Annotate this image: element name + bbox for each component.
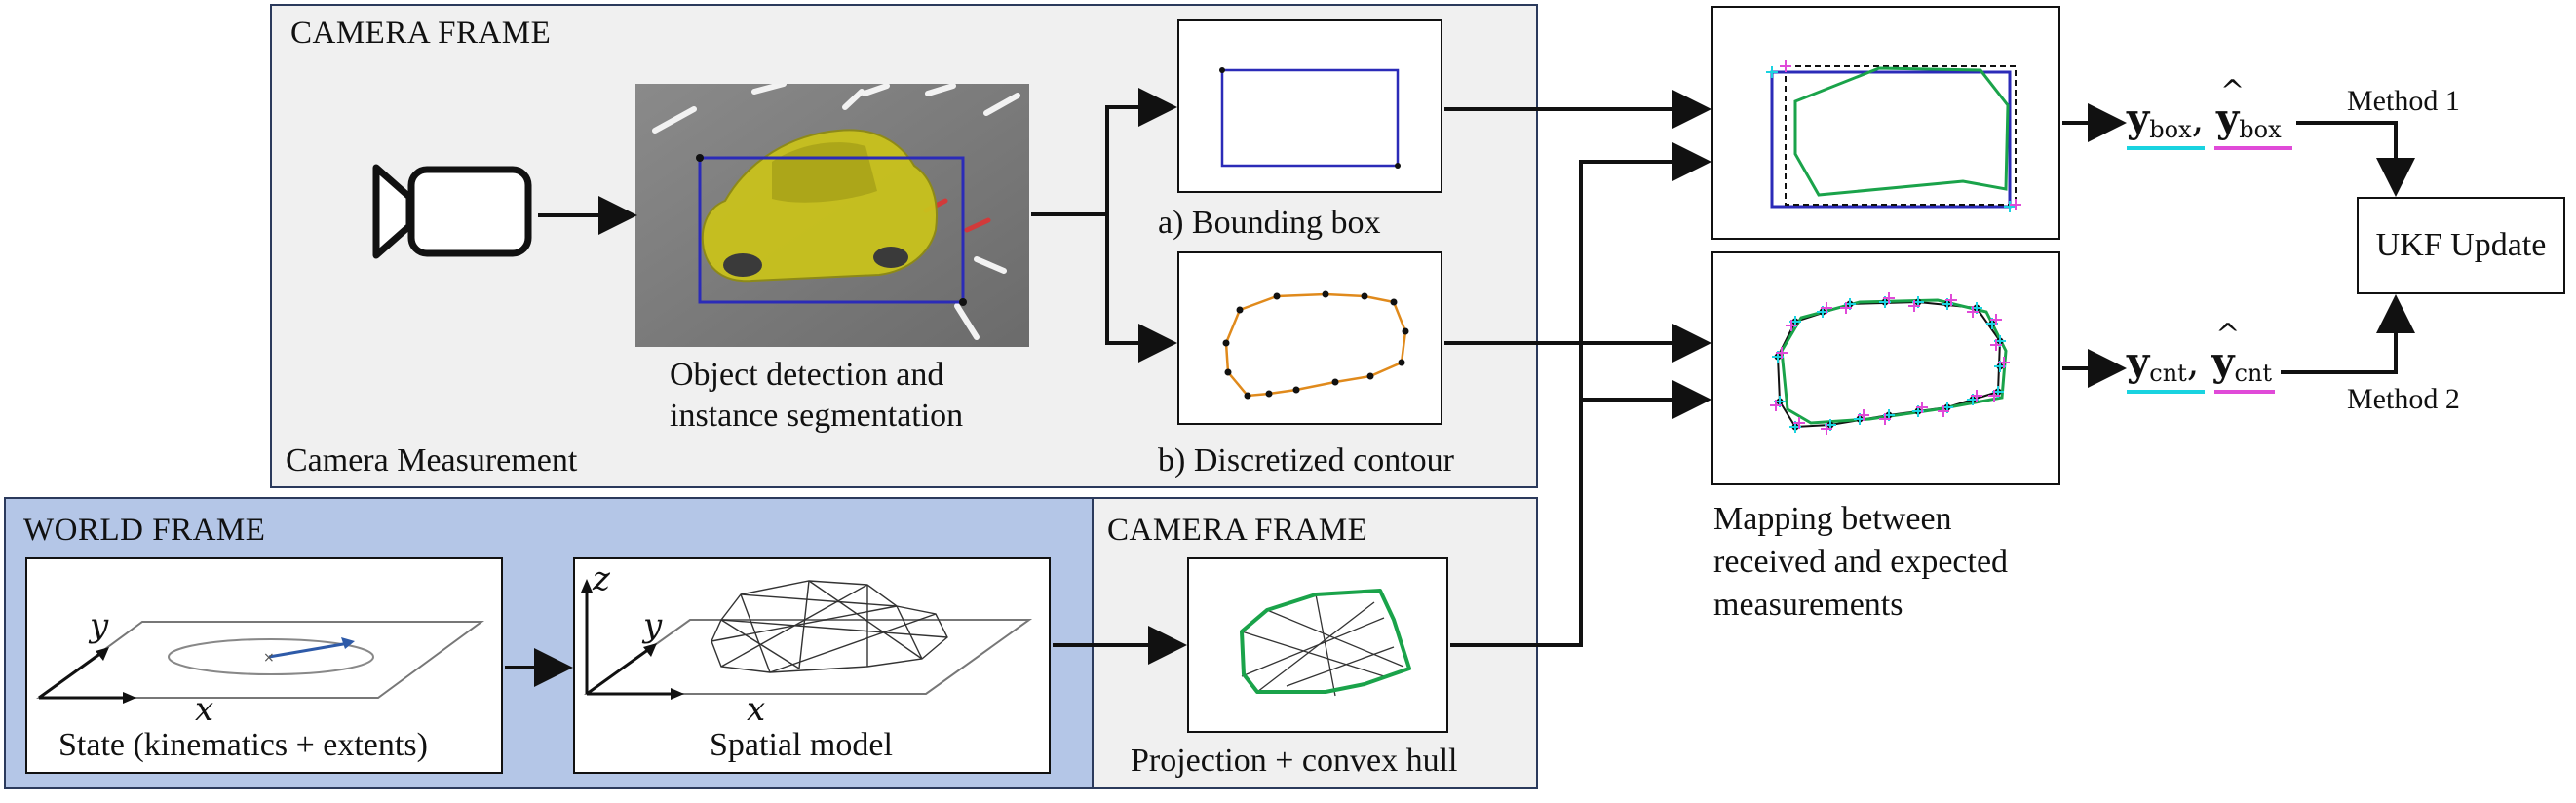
- state-caption: State (kinematics + extents): [58, 727, 428, 763]
- bounding-box-caption: a) Bounding box: [1158, 205, 1381, 241]
- box-separator: ,: [2191, 96, 2205, 141]
- spatial-axis-x: x: [747, 690, 766, 729]
- associated-point-marker: [1908, 300, 1920, 312]
- associated-point-marker: [1786, 320, 1797, 331]
- svg-text:×: ×: [263, 650, 275, 666]
- projection-caption: Projection + convex hull: [1131, 743, 1458, 779]
- associated-point-marker: [1990, 339, 2002, 351]
- camera-measurement-label: Camera Measurement: [286, 442, 578, 478]
- associated-point-marker: [1821, 302, 1832, 314]
- y-cnt-sub: cnt: [2149, 360, 2187, 387]
- bounding-box-drawing: [1219, 67, 1401, 169]
- state-drawing: ×: [35, 621, 485, 704]
- video-camera-icon: [372, 164, 532, 259]
- method-1-label: Method 1: [2347, 85, 2460, 117]
- associated-point-marker: [1879, 413, 1891, 425]
- ukf-update-box: UKF Update: [2357, 197, 2565, 294]
- mapping-caption-line1: Mapping between: [1713, 501, 1952, 537]
- spatial-model-panel: [573, 557, 1051, 774]
- y-box-sub: box: [2149, 116, 2192, 143]
- cnt-separator: ,: [2186, 340, 2200, 385]
- associated-point-marker: [1971, 390, 1982, 402]
- spatial-axis-y: y: [643, 606, 663, 645]
- y-box-hat: ^y: [2216, 74, 2246, 141]
- mapping-box-panel: [1711, 6, 2060, 240]
- state-axis-y: y: [90, 606, 109, 645]
- associated-point-marker: [1770, 400, 1782, 411]
- state-axis-x: x: [195, 690, 214, 729]
- mapping-caption-line2: received and expected: [1713, 544, 2009, 580]
- top-camera-frame-title: CAMERA FRAME: [290, 16, 552, 51]
- associated-point-marker: [1998, 357, 2010, 368]
- associated-point-marker: [1967, 306, 1979, 318]
- associated-point-marker: [1916, 402, 1928, 413]
- associated-point-marker: [1988, 390, 2000, 402]
- measurement-box-label: ybox, ^ybox: [2127, 74, 2282, 144]
- spatial-model-drawing: [581, 579, 1033, 700]
- mapping-caption-line3: measurements: [1713, 587, 1903, 623]
- mapping-contour-panel: [1711, 251, 2060, 485]
- bottom-camera-frame-title: CAMERA FRAME: [1107, 513, 1368, 548]
- spatial-axis-z: z: [593, 559, 610, 598]
- bounding-box-panel: [1177, 19, 1442, 193]
- contour-drawing: [1222, 290, 1409, 400]
- associated-point-marker: [1858, 409, 1869, 421]
- ukf-update-label: UKF Update: [2375, 227, 2547, 264]
- y-cnt-hat-sub: cnt: [2234, 360, 2273, 387]
- y-box: y: [2127, 96, 2150, 141]
- detection-image: [635, 84, 1029, 347]
- state-panel: ×: [25, 557, 503, 774]
- contour-caption: b) Discretized contour: [1158, 442, 1454, 478]
- associated-point-marker: [1793, 417, 1805, 429]
- associated-point-marker: [1821, 423, 1832, 435]
- measurement-cnt-label: ycnt, ^ycnt: [2127, 318, 2273, 388]
- associated-point-marker: [1883, 292, 1895, 304]
- projection-panel: [1187, 557, 1448, 733]
- detection-caption-line2: instance segmentation: [670, 398, 964, 434]
- spatial-caption: Spatial model: [710, 727, 893, 763]
- associated-point-marker: [1840, 302, 1852, 314]
- mapping-contour-drawing: [1770, 292, 2010, 435]
- contour-panel: [1177, 251, 1442, 425]
- associated-point-marker: [1776, 347, 1788, 359]
- associated-point-marker: [1990, 314, 2002, 325]
- associated-point-marker: [1945, 294, 1957, 306]
- y-box-hat-sub: box: [2239, 116, 2282, 143]
- associated-point-marker: [1938, 405, 1949, 417]
- y-cnt-hat: ^y: [2211, 318, 2241, 385]
- detection-caption-line1: Object detection and: [670, 357, 944, 393]
- projection-drawing: [1240, 589, 1411, 697]
- car-segmentation-mask: [701, 129, 938, 283]
- y-cnt: y: [2127, 339, 2150, 385]
- method-2-label: Method 2: [2347, 383, 2460, 415]
- world-frame-title: WORLD FRAME: [23, 513, 266, 548]
- mapping-box-drawing: [1766, 60, 2021, 212]
